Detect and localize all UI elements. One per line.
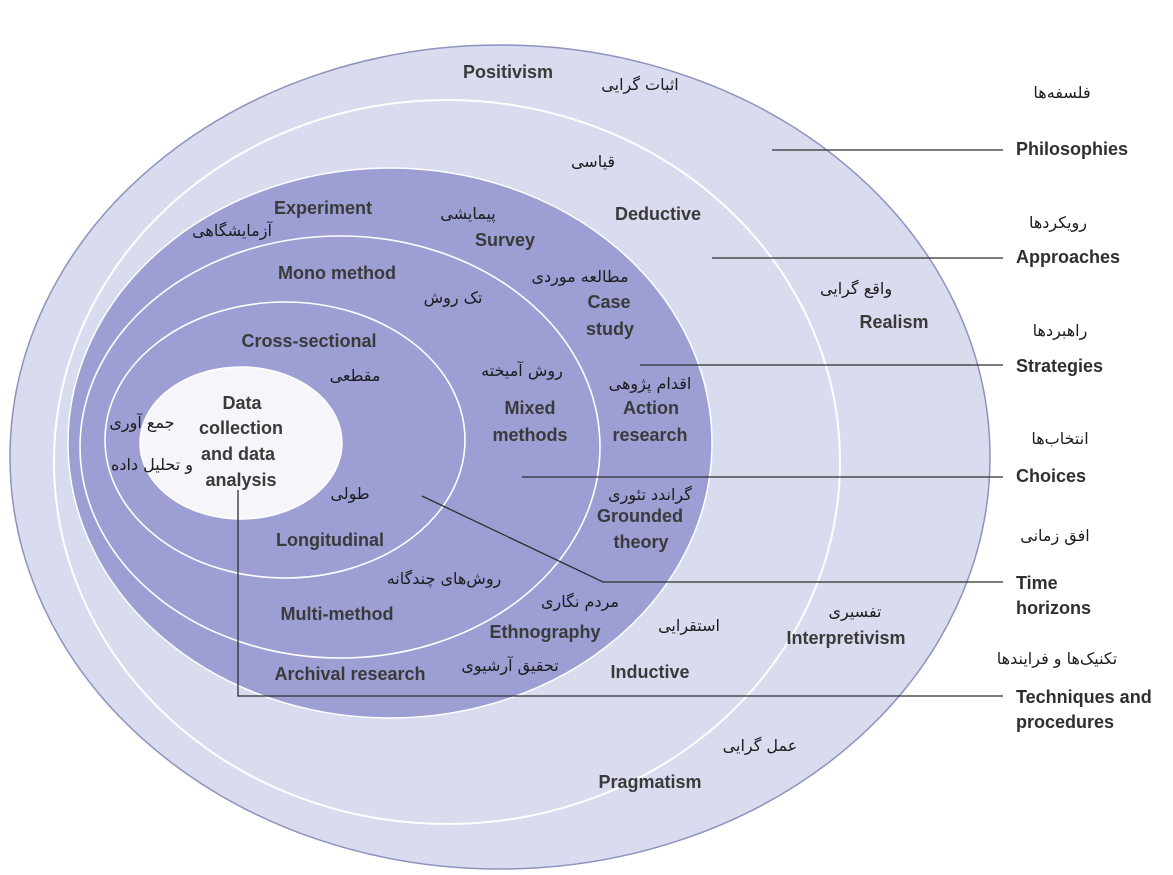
techniques-core bbox=[139, 366, 343, 520]
mixed-methods-label-line1: Mixed bbox=[504, 398, 555, 418]
legend-philosophies: Philosophies bbox=[1016, 139, 1128, 159]
case-study-label-fa: مطالعه موردی bbox=[531, 267, 628, 287]
interpretivism-label-fa: تفسیری bbox=[829, 602, 882, 622]
legend-time-horizons-line1: Time bbox=[1016, 573, 1058, 593]
leader-lines bbox=[237, 149, 1003, 697]
action-research-label-line1: Action bbox=[623, 398, 679, 418]
case-study-label-line1: Case bbox=[587, 292, 630, 312]
positivism-label-fa: اثبات گرایی bbox=[601, 75, 678, 95]
experiment-label-fa: آزمایشگاهی bbox=[192, 221, 273, 241]
archival-research-label-fa: تحقیق آرشیوی bbox=[461, 656, 558, 676]
archival-research-label: Archival research bbox=[274, 664, 425, 684]
ethnography-label: Ethnography bbox=[490, 622, 601, 642]
techniques-leader-line bbox=[237, 490, 1003, 697]
survey-label: Survey bbox=[475, 230, 535, 250]
multi-method-label-fa: روش‌های چندگانه bbox=[387, 569, 502, 589]
legend-approaches-fa: رویکردها bbox=[1029, 213, 1087, 233]
legend-choices: Choices bbox=[1016, 466, 1086, 486]
inductive-label-fa: استقرایی bbox=[658, 616, 720, 636]
deductive-label: Deductive bbox=[615, 204, 701, 224]
experiment-label: Experiment bbox=[274, 198, 372, 218]
longitudinal-label-fa: طولی bbox=[330, 484, 369, 504]
deductive-label-fa: قیاسی bbox=[571, 152, 615, 171]
core-label-fa-line1: جمع آوری bbox=[109, 413, 174, 433]
legend-choices-fa: انتخاب‌ها bbox=[1031, 429, 1088, 448]
philosophies-labels: Positivism اثبات گرایی واقع گرایی Realis… bbox=[463, 62, 929, 792]
onion-rings bbox=[9, 44, 991, 870]
survey-label-fa: پیمایشی bbox=[440, 204, 495, 224]
layer-legend: فلسفه‌ها Philosophies رویکردها Approache… bbox=[997, 83, 1152, 732]
core-labels: Data collection and data analysis جمع آو… bbox=[109, 393, 283, 490]
case-study-label-line2: study bbox=[586, 319, 634, 339]
realism-label-fa: واقع گرایی bbox=[820, 279, 892, 299]
ethnography-label-fa: مردم نگاری bbox=[541, 592, 619, 612]
mono-method-label-fa: تک روش bbox=[424, 288, 483, 308]
action-research-label-line2: research bbox=[612, 425, 687, 445]
mixed-methods-label-fa: روش آمیخته bbox=[481, 361, 563, 381]
realism-label: Realism bbox=[859, 312, 928, 332]
pragmatism-label-fa: عمل گرایی bbox=[723, 736, 798, 756]
core-label-line1: Data bbox=[222, 393, 262, 413]
interpretivism-label: Interpretivism bbox=[786, 628, 905, 648]
legend-strategies-fa: راهبردها bbox=[1033, 321, 1088, 341]
approaches-labels: قیاسی Deductive استقرایی Inductive bbox=[571, 152, 720, 682]
core-label-line3: and data bbox=[201, 444, 276, 464]
core-label-line2: collection bbox=[199, 418, 283, 438]
cross-sectional-label: Cross-sectional bbox=[241, 331, 376, 351]
inductive-label: Inductive bbox=[610, 662, 689, 682]
legend-techniques-line1: Techniques and bbox=[1016, 687, 1152, 707]
core-label-fa-line2: و تحلیل داده bbox=[111, 455, 193, 475]
time-horizons-leader-line bbox=[421, 495, 1003, 583]
grounded-theory-label-line2: theory bbox=[613, 532, 668, 552]
mono-method-label: Mono method bbox=[278, 263, 396, 283]
choices-labels: Mono method تک روش روش آمیخته Mixed meth… bbox=[278, 263, 568, 624]
mixed-methods-label-line2: methods bbox=[492, 425, 567, 445]
grounded-theory-label-line1: Grounded bbox=[597, 506, 683, 526]
time-horizons-labels: Cross-sectional مقطعی طولی Longitudinal bbox=[241, 331, 384, 550]
grounded-theory-label-fa: گراندد تئوری bbox=[608, 485, 692, 505]
legend-techniques-line2: procedures bbox=[1016, 712, 1114, 732]
legend-strategies: Strategies bbox=[1016, 356, 1103, 376]
positivism-label: Positivism bbox=[463, 62, 553, 82]
strategies-labels: Experiment آزمایشگاهی پیمایشی Survey مطا… bbox=[192, 198, 692, 684]
legend-approaches: Approaches bbox=[1016, 247, 1120, 267]
multi-method-label: Multi-method bbox=[281, 604, 394, 624]
pragmatism-label: Pragmatism bbox=[598, 772, 701, 792]
legend-time-horizons-line2: horizons bbox=[1016, 598, 1091, 618]
action-research-label-fa: اقدام پژوهی bbox=[609, 374, 692, 394]
legend-philosophies-fa: فلسفه‌ها bbox=[1033, 83, 1090, 102]
longitudinal-label: Longitudinal bbox=[276, 530, 384, 550]
core-label-line4: analysis bbox=[205, 470, 276, 490]
cross-sectional-label-fa: مقطعی bbox=[330, 366, 381, 385]
legend-time-horizons-fa: افق زمانی bbox=[1020, 526, 1089, 546]
legend-techniques-fa: تکنیک‌ها و فرایندها bbox=[997, 649, 1117, 669]
